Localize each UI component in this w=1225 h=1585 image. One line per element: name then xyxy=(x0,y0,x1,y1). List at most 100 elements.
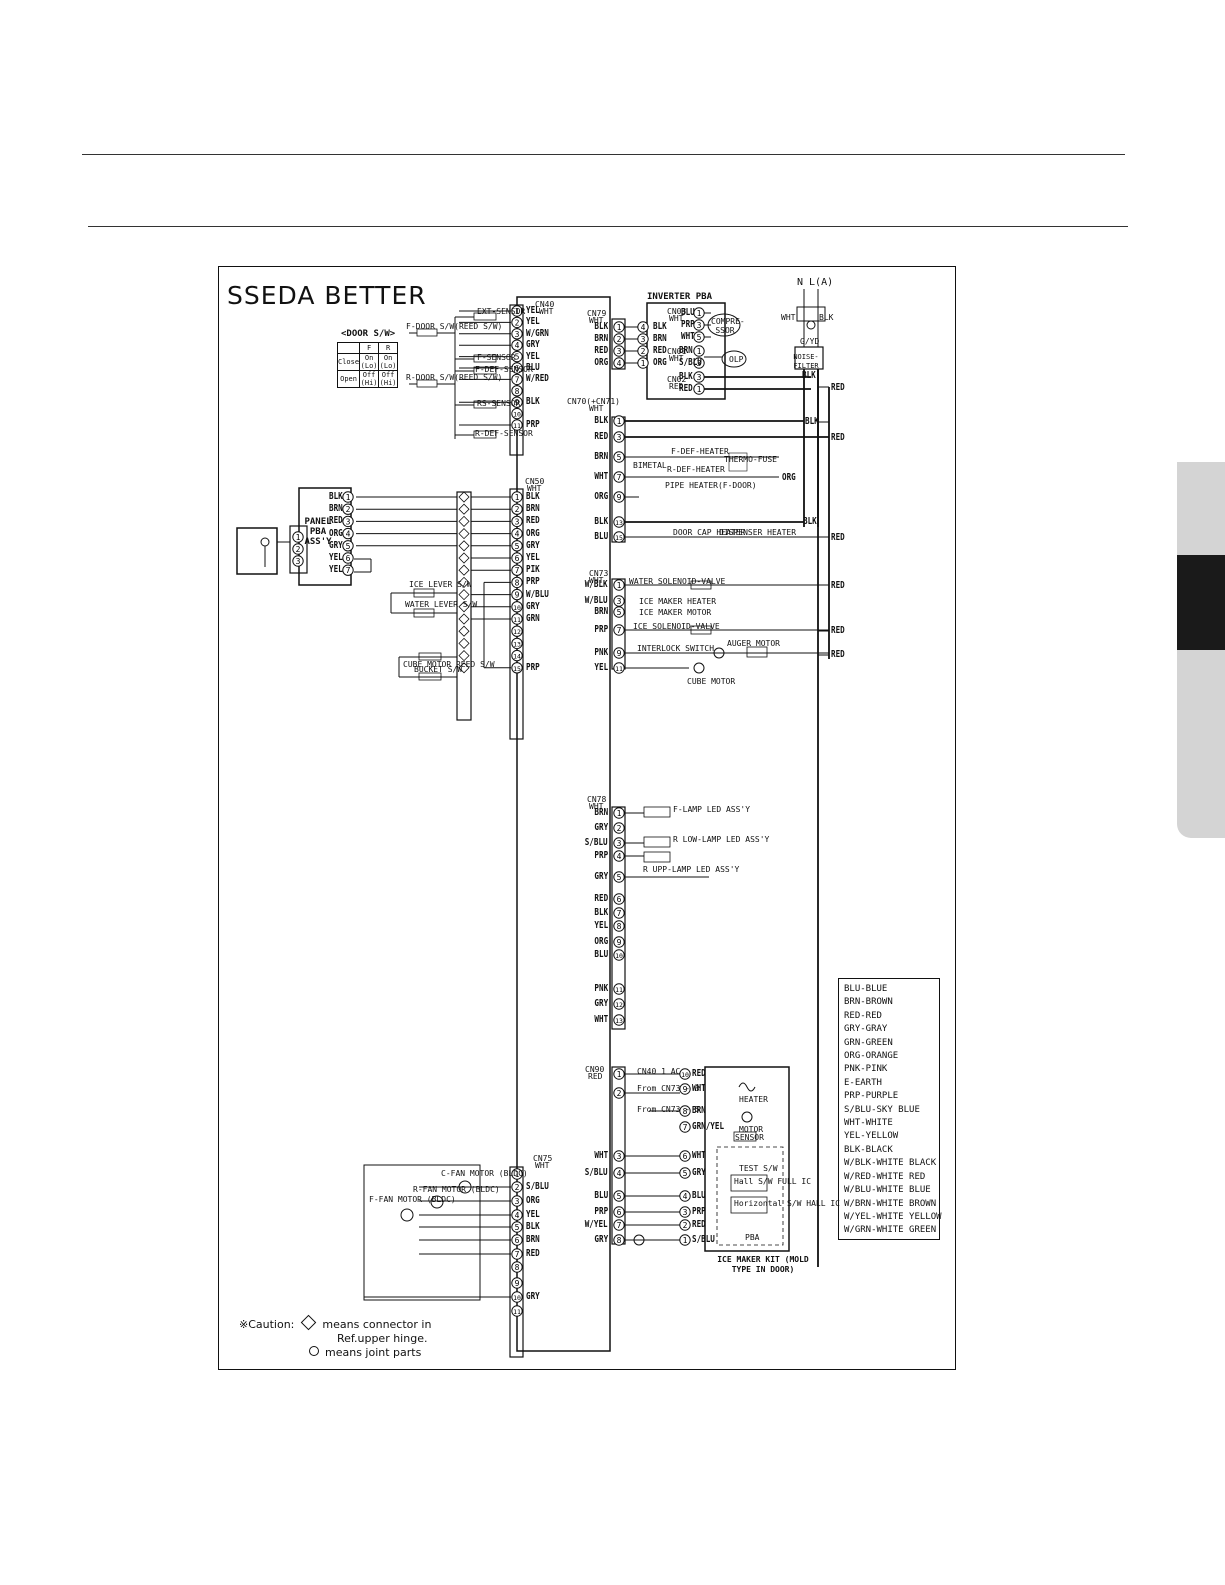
cn50-pin-12-circle xyxy=(511,625,523,637)
cn50-sub: WHT xyxy=(527,484,542,493)
inverter-left-pin-4-circle xyxy=(637,321,649,333)
cn70-pin-15-color: BLU xyxy=(594,531,608,542)
panel-aux-pin-1-number: 1 xyxy=(296,533,301,542)
cn40-pin-3-color: W/GRN xyxy=(526,327,549,339)
door-switch-title: <DOOR S/W> xyxy=(341,329,396,339)
cn70-pin-3-color: RED xyxy=(594,431,608,442)
legend-item: PNK-PINK xyxy=(844,1064,888,1075)
imk-pin-9-number: 9 xyxy=(683,1085,688,1094)
cn50-pin-10-circle xyxy=(511,601,523,613)
cn78-name: CN78 xyxy=(587,795,607,804)
cn40-pin-1-circle xyxy=(511,305,523,317)
inverter-left-color-1: ORG xyxy=(653,357,667,368)
cn90-pin-5-color: BLU xyxy=(594,1190,608,1201)
cn50-pin-10-number: 10 xyxy=(513,604,521,612)
hinge-diamond-0 xyxy=(458,491,470,503)
panel-pin-5-color: GRY xyxy=(329,539,343,551)
cn78-sub: WHT xyxy=(589,802,604,811)
cn78-pin-7-color: BLK xyxy=(594,907,608,918)
cn40-pin-11-circle xyxy=(511,419,523,431)
cn50-pin-5-color: GRY xyxy=(526,539,540,551)
cn50-pin-8-number: 8 xyxy=(515,578,520,587)
hinge-diamond-9 xyxy=(458,601,470,613)
cn50-pin-7-number: 7 xyxy=(515,566,520,575)
cn75-pin-6-color: BRN xyxy=(526,1234,540,1245)
cn40-pin-3-circle xyxy=(511,328,523,340)
panel-pin-6-color: YEL xyxy=(329,552,343,563)
cn90-pin-4-number: 4 xyxy=(617,1169,622,1178)
caution-line2: Ref.upper hinge. xyxy=(337,1332,428,1345)
hinge-diamond-6 xyxy=(458,564,470,576)
imk-part-sensor: SENSOR xyxy=(735,1133,764,1142)
cn70-pin-9-circle xyxy=(613,491,625,503)
panel-aux-pin-3-number: 3 xyxy=(296,557,301,566)
cn78-pin-10-color: BLU xyxy=(594,949,608,960)
cn70-part-r-def: R-DEF-HEATER xyxy=(667,465,725,474)
f-fan-motor-symbol xyxy=(400,1208,414,1222)
panel-pin-3-color: RED xyxy=(329,515,343,527)
legend-item: E-EARTH xyxy=(844,1077,882,1088)
compressor-symbol xyxy=(707,313,741,337)
cn73-pin-5-color: BRN xyxy=(594,606,608,617)
cn40-pin-4-circle xyxy=(511,339,523,351)
wht-mark: WHT xyxy=(781,313,796,322)
cn78-pin-2-color: GRY xyxy=(594,822,608,833)
side-tab-light-top xyxy=(1177,462,1225,555)
noise-filter-label: NOISE-FILTER xyxy=(793,353,819,370)
circle-icon xyxy=(309,1346,319,1356)
inverter-cn03-name: CN03 xyxy=(667,307,687,316)
cn79-pin-1-color: BLK xyxy=(594,321,608,332)
cn02-pin-1-color: RED xyxy=(679,383,693,394)
legend-item: W/GRN-WHITE GREEN xyxy=(844,1225,937,1236)
cn50-pin-10-color: GRY xyxy=(526,600,540,612)
inverter-cn02-name: CN02 xyxy=(667,375,687,384)
cn50-pin-8-color: PRP xyxy=(526,576,540,588)
cn78-pin-3-circle xyxy=(613,837,625,849)
cn70-pin-3-number: 3 xyxy=(617,433,622,442)
cn90-pin-8-circle xyxy=(613,1234,625,1246)
cn75-pin-4-color: YEL xyxy=(526,1209,540,1220)
inverter-left-pin-1-circle xyxy=(637,357,649,369)
cn75-pin-11-number: 11 xyxy=(513,1308,521,1316)
cn70-pin-15-number: 15 xyxy=(615,534,623,542)
legend-item: WHT-WHITE xyxy=(844,1118,893,1129)
cn40-pin-1-color: YEL xyxy=(526,305,540,316)
cn79-name: CN79 xyxy=(587,309,607,318)
imk-input-0: CN40 1 AC xyxy=(637,1067,681,1076)
cn78-pin-13-circle xyxy=(613,1014,625,1026)
inverter-cn01-name: CN01 xyxy=(667,347,687,356)
cn70-name: CN70(+CN71) xyxy=(567,397,620,406)
panel-pin-6-circle xyxy=(342,552,354,564)
cn40-pin-10-circle xyxy=(511,407,523,420)
imk-pin-7-color: GRN/YEL xyxy=(692,1121,725,1132)
cn73-sub: WHT xyxy=(589,576,604,585)
cn75-pin-9-number: 9 xyxy=(515,1279,520,1288)
inverter-left-pin-1-number: 1 xyxy=(641,359,646,368)
inverter-left-color-4: BLK xyxy=(653,321,667,332)
cn70-pin-1-color: BLK xyxy=(594,415,608,426)
inverter-left-color-3: BRN xyxy=(653,333,667,344)
cn70-pin-13-color: BLK xyxy=(594,516,608,527)
cn40-pin-5-number: 5 xyxy=(515,353,520,362)
earth-ground-symbol xyxy=(633,1234,645,1246)
imk-pin-1-number: 1 xyxy=(683,1236,688,1245)
imk-pin-2-color: RED xyxy=(692,1219,706,1230)
cn40-pin-9-color: BLK xyxy=(526,396,540,408)
cn50-pin-9-circle xyxy=(511,588,523,601)
cn78-pin-1-circle xyxy=(613,807,625,819)
inverter-cn01-sub: WHT xyxy=(669,354,684,363)
cn73-pin-5-number: 5 xyxy=(617,608,622,617)
inverter-left-pin-4-number: 4 xyxy=(641,323,646,332)
cn73-part-ice-valve: ICE SOLENOID-VALVE xyxy=(633,622,720,631)
cn03-pin-5-number: 5 xyxy=(697,333,702,342)
door-open-r: Off (Hi) xyxy=(378,370,399,388)
cn78-pin-5-number: 5 xyxy=(617,873,622,882)
cn90-pin-1-circle xyxy=(613,1068,625,1080)
cn40-name: CN40 xyxy=(535,300,555,309)
cn73-pin-1-number: 1 xyxy=(617,581,622,590)
rail-label-blk-mid: BLK xyxy=(803,516,817,527)
cn78-pin-4-number: 4 xyxy=(617,852,622,861)
legend-item: ORG-ORANGE xyxy=(844,1051,899,1062)
caution-line3: means joint parts xyxy=(325,1346,422,1359)
